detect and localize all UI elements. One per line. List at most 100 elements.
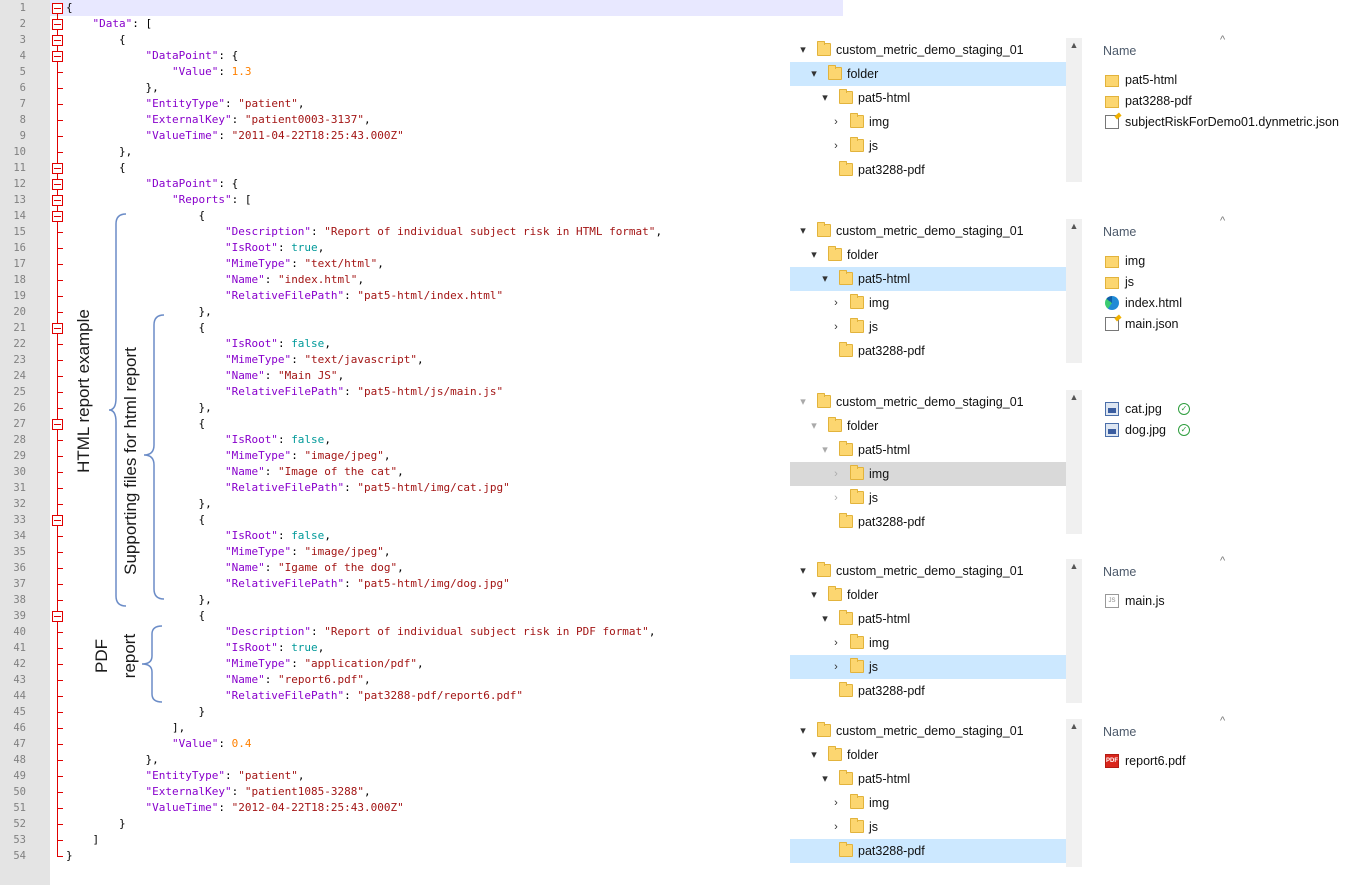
- vertical-scrollbar[interactable]: ▲: [1066, 38, 1082, 182]
- scroll-up-arrow-icon[interactable]: ▲: [1069, 392, 1079, 402]
- fold-tick-icon: [57, 840, 63, 841]
- tree-item-pat3288-pdf[interactable]: pat3288-pdf: [790, 679, 1068, 703]
- code-token: {: [66, 209, 206, 222]
- line-number: 34: [13, 530, 26, 542]
- folder-icon: [839, 270, 853, 285]
- tree-item-custom_metric_demo_staging_01[interactable]: ▾custom_metric_demo_staging_01: [790, 719, 1068, 743]
- tree-item-js[interactable]: ›js: [790, 315, 1068, 339]
- fold-toggle-icon[interactable]: [52, 195, 63, 206]
- fold-toggle-icon[interactable]: [52, 211, 63, 222]
- name-column-header[interactable]: Name: [1103, 225, 1137, 239]
- code-token: "IsRoot": [224, 529, 278, 542]
- tree-item-img[interactable]: ›img: [790, 291, 1068, 315]
- folder-icon: [839, 842, 853, 857]
- tree-item-pat3288-pdf[interactable]: pat3288-pdf: [790, 339, 1068, 363]
- chevron-down-icon[interactable]: ▾: [800, 396, 806, 408]
- tree-item-custom_metric_demo_staging_01[interactable]: ▾custom_metric_demo_staging_01: [790, 559, 1068, 583]
- tree-item-js[interactable]: › js: [790, 815, 1068, 839]
- tree-item-label: js: [869, 820, 879, 834]
- tree-item-pat3288-pdf[interactable]: pat3288-pdf: [790, 510, 1068, 534]
- chevron-right-icon[interactable]: ›: [834, 821, 838, 833]
- tree-item-pat3288-pdf[interactable]: pat3288-pdf: [790, 158, 1068, 182]
- tree-item-custom_metric_demo_staging_01[interactable]: ▾custom_metric_demo_staging_01: [790, 38, 1068, 62]
- name-column-header[interactable]: Name: [1103, 725, 1137, 739]
- name-column-header[interactable]: Name: [1103, 44, 1137, 58]
- vertical-scrollbar[interactable]: ▲: [1066, 559, 1082, 703]
- chevron-right-icon[interactable]: ›: [834, 468, 838, 480]
- tree-item-custom_metric_demo_staging_01[interactable]: ▾custom_metric_demo_staging_01: [790, 219, 1068, 243]
- folder-icon: [817, 393, 831, 408]
- tree-item-folder[interactable]: ▾folder: [790, 62, 1068, 86]
- fold-toggle-icon[interactable]: [52, 611, 63, 622]
- code-editor[interactable]: 1{2 "Data": [3 {4 "DataPoint": {5 "Value…: [0, 0, 843, 885]
- tree-item-img[interactable]: ›img: [790, 462, 1068, 486]
- tree-item-img[interactable]: ›img: [790, 110, 1068, 134]
- scroll-up-arrow-icon[interactable]: ▲: [1069, 721, 1079, 731]
- code-token: ,: [337, 369, 345, 382]
- file-list-pane: cat.jpg✓dog.jpg✓: [1100, 390, 1350, 540]
- tree-item-folder[interactable]: ▾folder: [790, 414, 1068, 438]
- tree-item-img[interactable]: ›img: [790, 631, 1068, 655]
- chevron-right-icon[interactable]: ›: [834, 297, 838, 309]
- vertical-scrollbar[interactable]: ▲: [1066, 390, 1082, 534]
- fold-toggle-icon[interactable]: [52, 515, 63, 526]
- chevron-right-icon[interactable]: ›: [834, 321, 838, 333]
- tree-item-js[interactable]: ›js: [790, 134, 1068, 158]
- tree-item-js[interactable]: ›js: [790, 655, 1068, 679]
- chevron-down-icon[interactable]: ▾: [811, 749, 817, 761]
- tree-item-folder[interactable]: ▾folder: [790, 243, 1068, 267]
- line-number: 13: [13, 194, 26, 206]
- tree-item-custom_metric_demo_staging_01[interactable]: ▾custom_metric_demo_staging_01: [790, 390, 1068, 414]
- tree-item-pat5-html[interactable]: ▾pat5-html: [790, 438, 1068, 462]
- code-line: 2 "Data": [: [0, 16, 790, 32]
- chevron-right-icon[interactable]: ›: [834, 661, 838, 673]
- chevron-down-icon[interactable]: ▾: [811, 589, 817, 601]
- chevron-down-icon[interactable]: ▾: [822, 273, 828, 285]
- chevron-down-icon[interactable]: ▾: [811, 249, 817, 261]
- chevron-down-icon[interactable]: ▾: [822, 92, 828, 104]
- code-token: :: [218, 801, 232, 814]
- fold-toggle-icon[interactable]: [52, 3, 63, 14]
- fold-toggle-icon[interactable]: [52, 179, 63, 190]
- code-line: 52 }: [0, 816, 790, 832]
- fold-toggle-icon[interactable]: [52, 163, 63, 174]
- tree-item-folder[interactable]: ▾folder: [790, 743, 1068, 767]
- chevron-right-icon[interactable]: ›: [834, 116, 838, 128]
- chevron-right-icon[interactable]: ›: [834, 797, 838, 809]
- chevron-right-icon[interactable]: ›: [834, 140, 838, 152]
- tree-item-pat5-html[interactable]: ▾pat5-html: [790, 607, 1068, 631]
- code-token: "patient": [238, 97, 298, 110]
- tree-item-js[interactable]: ›js: [790, 486, 1068, 510]
- scroll-up-arrow-icon[interactable]: ▲: [1069, 40, 1079, 50]
- tree-item-pat5-html[interactable]: ▾pat5-html: [790, 767, 1068, 791]
- code-token: :: [264, 369, 278, 382]
- fold-toggle-icon[interactable]: [52, 35, 63, 46]
- name-column-header[interactable]: Name: [1103, 565, 1137, 579]
- tree-item-pat5-html[interactable]: ▾pat5-html: [790, 86, 1068, 110]
- tree-item-pat3288-pdf[interactable]: pat3288-pdf: [790, 839, 1068, 863]
- chevron-down-icon[interactable]: ▾: [822, 773, 828, 785]
- chevron-down-icon[interactable]: ▾: [811, 68, 817, 80]
- fold-toggle-icon[interactable]: [52, 323, 63, 334]
- chevron-down-icon[interactable]: ▾: [811, 420, 817, 432]
- scroll-up-arrow-icon[interactable]: ▲: [1069, 221, 1079, 231]
- chevron-down-icon[interactable]: ▾: [800, 725, 806, 737]
- chevron-right-icon[interactable]: ›: [834, 492, 838, 504]
- vertical-scrollbar[interactable]: ▲: [1066, 219, 1082, 363]
- tree-item-pat5-html[interactable]: ▾pat5-html: [790, 267, 1068, 291]
- chevron-down-icon[interactable]: ▾: [800, 44, 806, 56]
- vertical-scrollbar[interactable]: ▲: [1066, 719, 1082, 867]
- chevron-down-icon[interactable]: ▾: [822, 444, 828, 456]
- chevron-right-icon[interactable]: ›: [834, 637, 838, 649]
- fold-toggle-icon[interactable]: [52, 51, 63, 62]
- fold-toggle-icon[interactable]: [52, 19, 63, 30]
- code-line: 21 {: [0, 320, 790, 336]
- scroll-up-arrow-icon[interactable]: ▲: [1069, 561, 1079, 571]
- fold-toggle-icon[interactable]: [52, 419, 63, 430]
- img-file-icon: [1105, 402, 1119, 416]
- chevron-down-icon[interactable]: ▾: [800, 565, 806, 577]
- tree-item-img[interactable]: ›img: [790, 791, 1068, 815]
- tree-item-folder[interactable]: ▾folder: [790, 583, 1068, 607]
- chevron-down-icon[interactable]: ▾: [822, 613, 828, 625]
- chevron-down-icon[interactable]: ▾: [800, 225, 806, 237]
